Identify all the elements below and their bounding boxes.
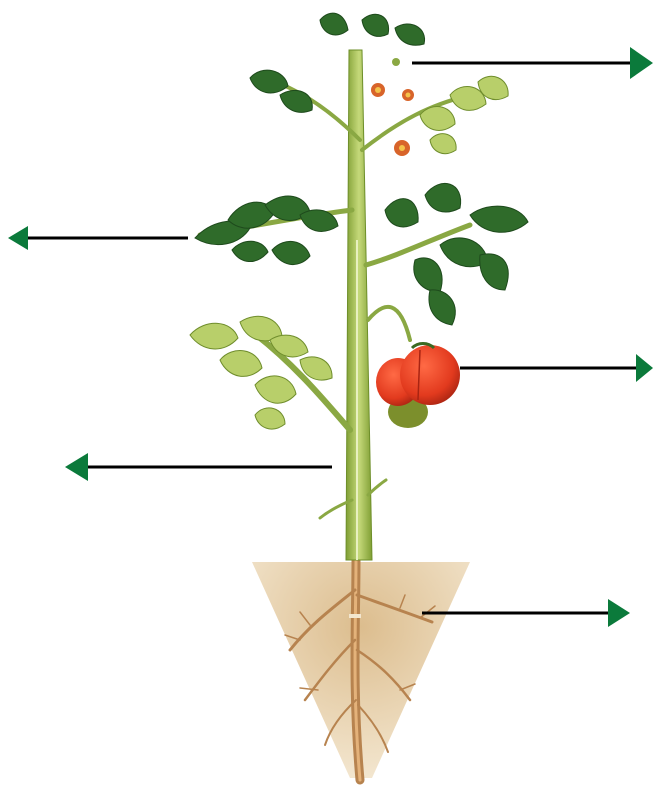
pointer-leaves bbox=[8, 226, 188, 250]
pointer-fruit bbox=[460, 354, 653, 382]
pointer-stem bbox=[65, 453, 332, 481]
stem bbox=[346, 50, 372, 560]
root-collar bbox=[349, 614, 361, 618]
flowers bbox=[371, 58, 414, 156]
fruit bbox=[376, 344, 460, 429]
pointer-roots bbox=[422, 599, 630, 627]
pointer-flowers bbox=[412, 47, 653, 79]
